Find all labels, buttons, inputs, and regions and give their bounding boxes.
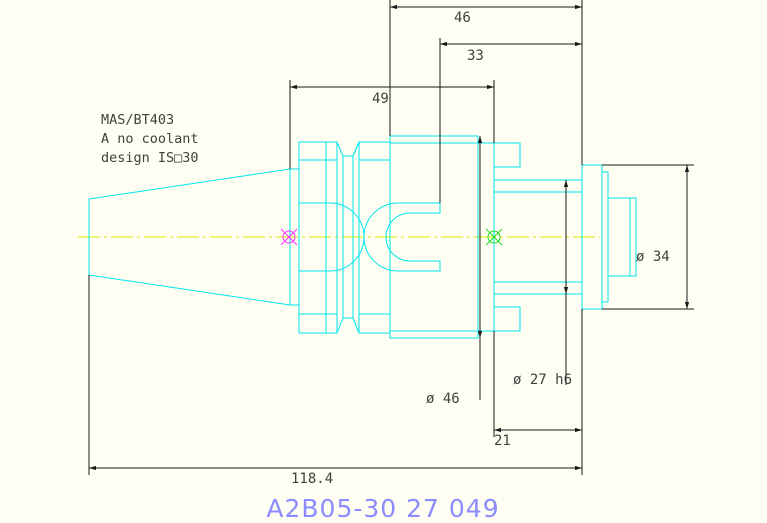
dim-label-46: 46 xyxy=(454,10,471,26)
part-number-title: A2B05-30 27 049 xyxy=(266,494,499,523)
dim-label-dia-27-h6: ø 27 h6 xyxy=(513,372,572,388)
cutter-end xyxy=(581,164,637,310)
dimension-labels: 46 33 49 ø 34 ø 27 h6 ø 46 21 118.4 xyxy=(291,10,670,487)
center-mark-right xyxy=(485,228,503,246)
taper-shank xyxy=(88,168,291,306)
dim-label-33: 33 xyxy=(467,48,484,64)
note-line-2: A no coolant xyxy=(101,131,199,147)
dim-label-21: 21 xyxy=(494,433,511,449)
dim-label-118: 118.4 xyxy=(291,471,333,487)
center-mark-left xyxy=(280,228,298,246)
dim-label-49: 49 xyxy=(372,91,389,107)
note-line-1: MAS/BT403 xyxy=(101,112,174,128)
flange xyxy=(290,141,391,334)
note-line-3: design IS□30 xyxy=(101,150,199,166)
dim-label-dia-34: ø 34 xyxy=(636,249,670,265)
dimension-lines xyxy=(88,0,694,475)
notes: MAS/BT403 A no coolant design IS□30 xyxy=(101,112,199,166)
dim-label-dia-46: ø 46 xyxy=(426,391,460,407)
